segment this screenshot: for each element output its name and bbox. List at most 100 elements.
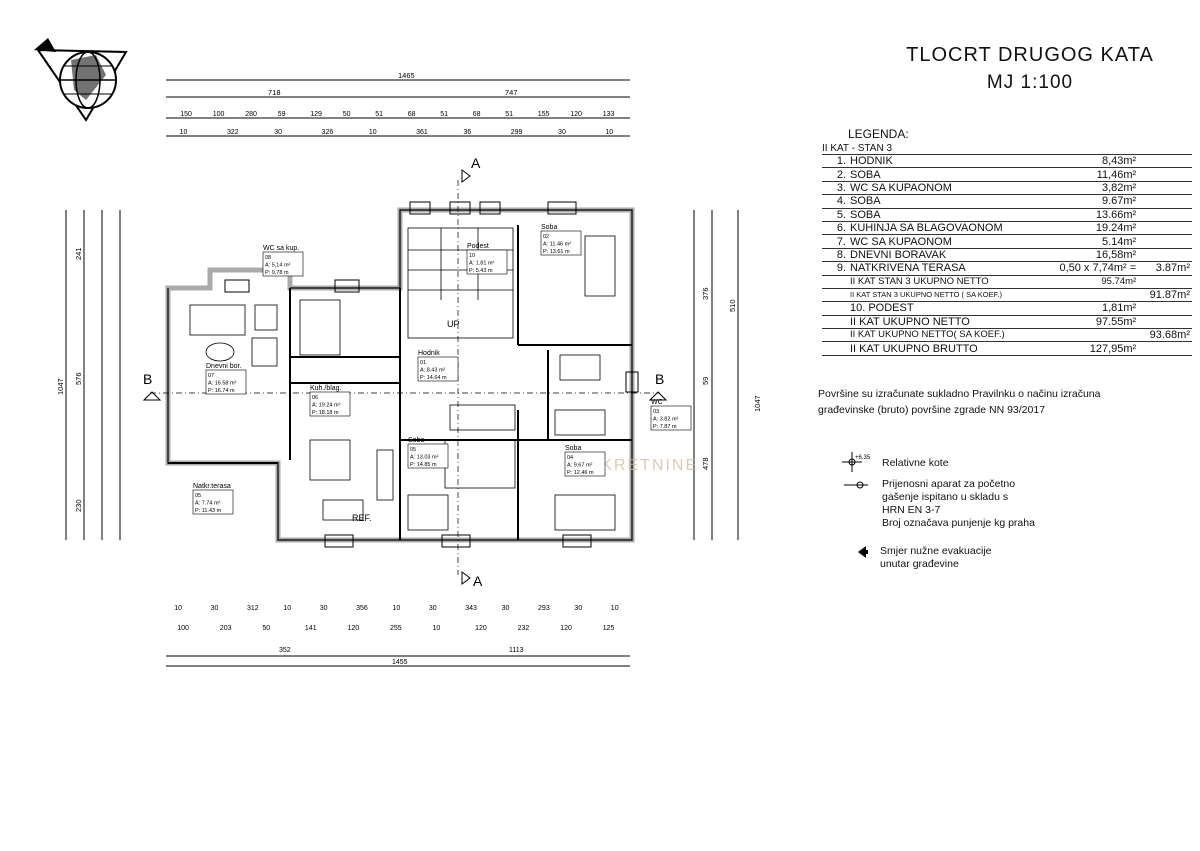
extinguisher-icon [844,481,868,489]
svg-text:P: 11.43 m: P: 11.43 m [195,508,222,514]
dimension-label: 68 [408,111,416,118]
dimension-label: 59 [278,111,286,118]
section-a-bottom-label: A [473,573,483,589]
svg-text:Natkr.terasa: Natkr.terasa [193,483,231,490]
svg-text:P: 7.87 m: P: 7.87 m [653,424,677,430]
dimension-label: 1455 [392,659,408,666]
svg-text:P: 18.18 m: P: 18.18 m [312,410,339,416]
svg-text:03: 03 [653,409,659,415]
dimension-label: 150 [180,111,192,118]
dimension-label: 293 [538,605,550,612]
dimension-label: 50 [262,625,270,632]
svg-text:P: 9,78 m: P: 9,78 m [265,270,289,276]
dimension-label: 125 [603,625,615,632]
dimension-label: 280 [245,111,257,118]
dimension-label: 51 [505,111,513,118]
svg-text:Kuh./blag.: Kuh./blag. [310,385,342,392]
svg-text:510: 510 [728,299,737,312]
dimension-label: 343 [465,605,477,612]
dimension-label: 30 [574,605,582,612]
svg-text:Soba: Soba [541,224,557,231]
svg-text:P: 12.46 m: P: 12.46 m [567,470,594,476]
dimension-label: 312 [247,605,259,612]
dimension-label: 299 [511,129,523,136]
dimension-label: 129 [310,111,322,118]
interior-walls [168,225,632,540]
symbol-icons: +6.35 [842,452,871,558]
svg-text:241: 241 [74,247,83,260]
dimension-label: 30 [558,129,566,136]
legend-kat-netto-koef: II KAT UKUPNO NETTO( SA KOEF.)93.68m² [822,328,1192,342]
area-note: Površine su izračunate sukladno Pravilnk… [818,386,1148,418]
svg-text:01: 01 [420,360,426,366]
svg-text:A: 5,14 m²: A: 5,14 m² [265,263,291,269]
dimension-label: 30 [211,605,219,612]
dimension-label: 120 [347,625,359,632]
svg-text:A: 7.74 m²: A: 7.74 m² [195,501,221,507]
section-b-left-label: B [143,371,152,387]
svg-text:+6.35: +6.35 [855,455,871,461]
svg-text:Soba: Soba [408,437,424,444]
svg-text:WC sa kup.: WC sa kup. [263,245,299,252]
svg-text:Dnevni bor.: Dnevni bor. [206,363,241,370]
svg-text:A: 3.82 m²: A: 3.82 m² [653,417,679,423]
svg-text:376: 376 [701,287,710,300]
svg-text:P: 14.85 m: P: 14.85 m [410,462,437,468]
note-line: građevinske (bruto) površine zgrade NN 9… [818,404,1046,416]
dimension-label: 120 [560,625,572,632]
room-label: Dnevni bor.07A: 16.58 m²P: 16.74 m [205,363,247,395]
dimension-label: 30 [502,605,510,612]
room-label: WC sa kup.08A: 5,14 m²P: 9,78 m [262,245,304,277]
dimension-label: 120 [570,111,582,118]
note-line: Površine su izračunate sukladno Pravilnk… [818,388,1101,400]
svg-text:Podest: Podest [467,243,489,250]
svg-text:A: 19.24 m²: A: 19.24 m² [312,403,341,409]
stairs-up-label: UP [447,319,460,329]
dimension-label: 68 [473,111,481,118]
dimension-label: 155 [538,111,550,118]
dimension-label: 10 [605,129,613,136]
svg-text:06: 06 [312,395,318,401]
level-legend-label: Relativne kote [882,457,949,469]
dimension-label: 100 [213,111,225,118]
section-a-top-label: A [471,155,481,171]
section-b-right-label: B [655,371,664,387]
dimension-label: 352 [279,647,291,654]
dimension-label: 10 [180,129,188,136]
svg-text:WC: WC [651,399,663,406]
room-label: Kuh./blag. 06 A: 19.24 m²P: 18.18 m [309,385,351,417]
fridge-label: REF. [352,513,372,523]
dimension-label: 51 [375,111,383,118]
legend-heading: LEGENDA: [848,127,909,141]
svg-text:230: 230 [74,499,83,512]
svg-text:Hodnik: Hodnik [418,350,440,357]
dimension-label: 141 [305,625,317,632]
svg-text:05: 05 [410,447,416,453]
svg-text:718: 718 [268,88,281,97]
dimension-label: 10 [393,605,401,612]
svg-text:A: 11.46 m²: A: 11.46 m² [543,242,571,248]
svg-text:04: 04 [567,455,573,461]
dimension-label: 322 [227,129,239,136]
dimension-label: 10 [611,605,619,612]
dimension-label: 356 [356,605,368,612]
drawing-scale: MJ 1:100 [986,72,1074,93]
